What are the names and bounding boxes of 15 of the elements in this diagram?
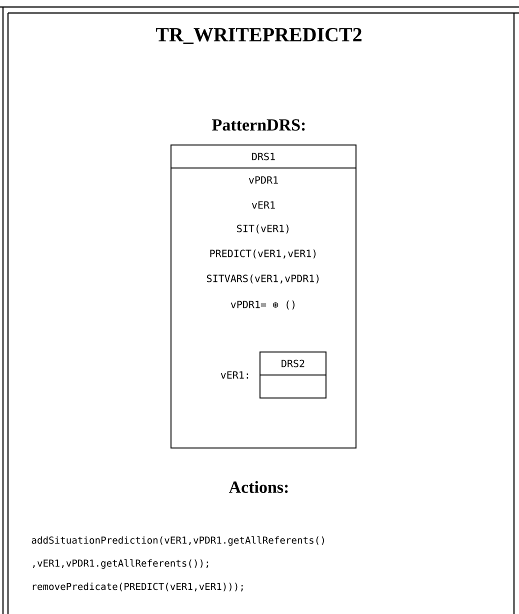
- action-code: ,vER1,vPDR1.getAllReferents());: [33, 559, 208, 569]
- condition-text: SIT(vER1): [237, 224, 288, 234]
- condition-text: vPDR1: [248, 176, 278, 184]
- title: TR_WRITEPREDICT2: [156, 28, 362, 44]
- box-header: DRS2: [282, 360, 304, 368]
- referent-label: vER1:: [220, 371, 248, 379]
- section-heading: Actions:: [228, 480, 288, 493]
- condition-text: SITVARS(vER1,vPDR1): [206, 274, 319, 284]
- condition-text: vER1: [252, 201, 275, 209]
- condition-text: PREDICT(vER1,vER1): [210, 250, 316, 258]
- action-code: removePredicate(PREDICT(vER1,vER1)));: [32, 582, 243, 592]
- action-code: addSituationPrediction(vER1,vPDR1.getAllReferents(): [32, 536, 324, 546]
- condition-text: vPDR1= ⊕ (): [230, 300, 295, 310]
- box-header: DRS1: [252, 152, 275, 160]
- section-heading: PatternDRS:: [212, 119, 305, 131]
